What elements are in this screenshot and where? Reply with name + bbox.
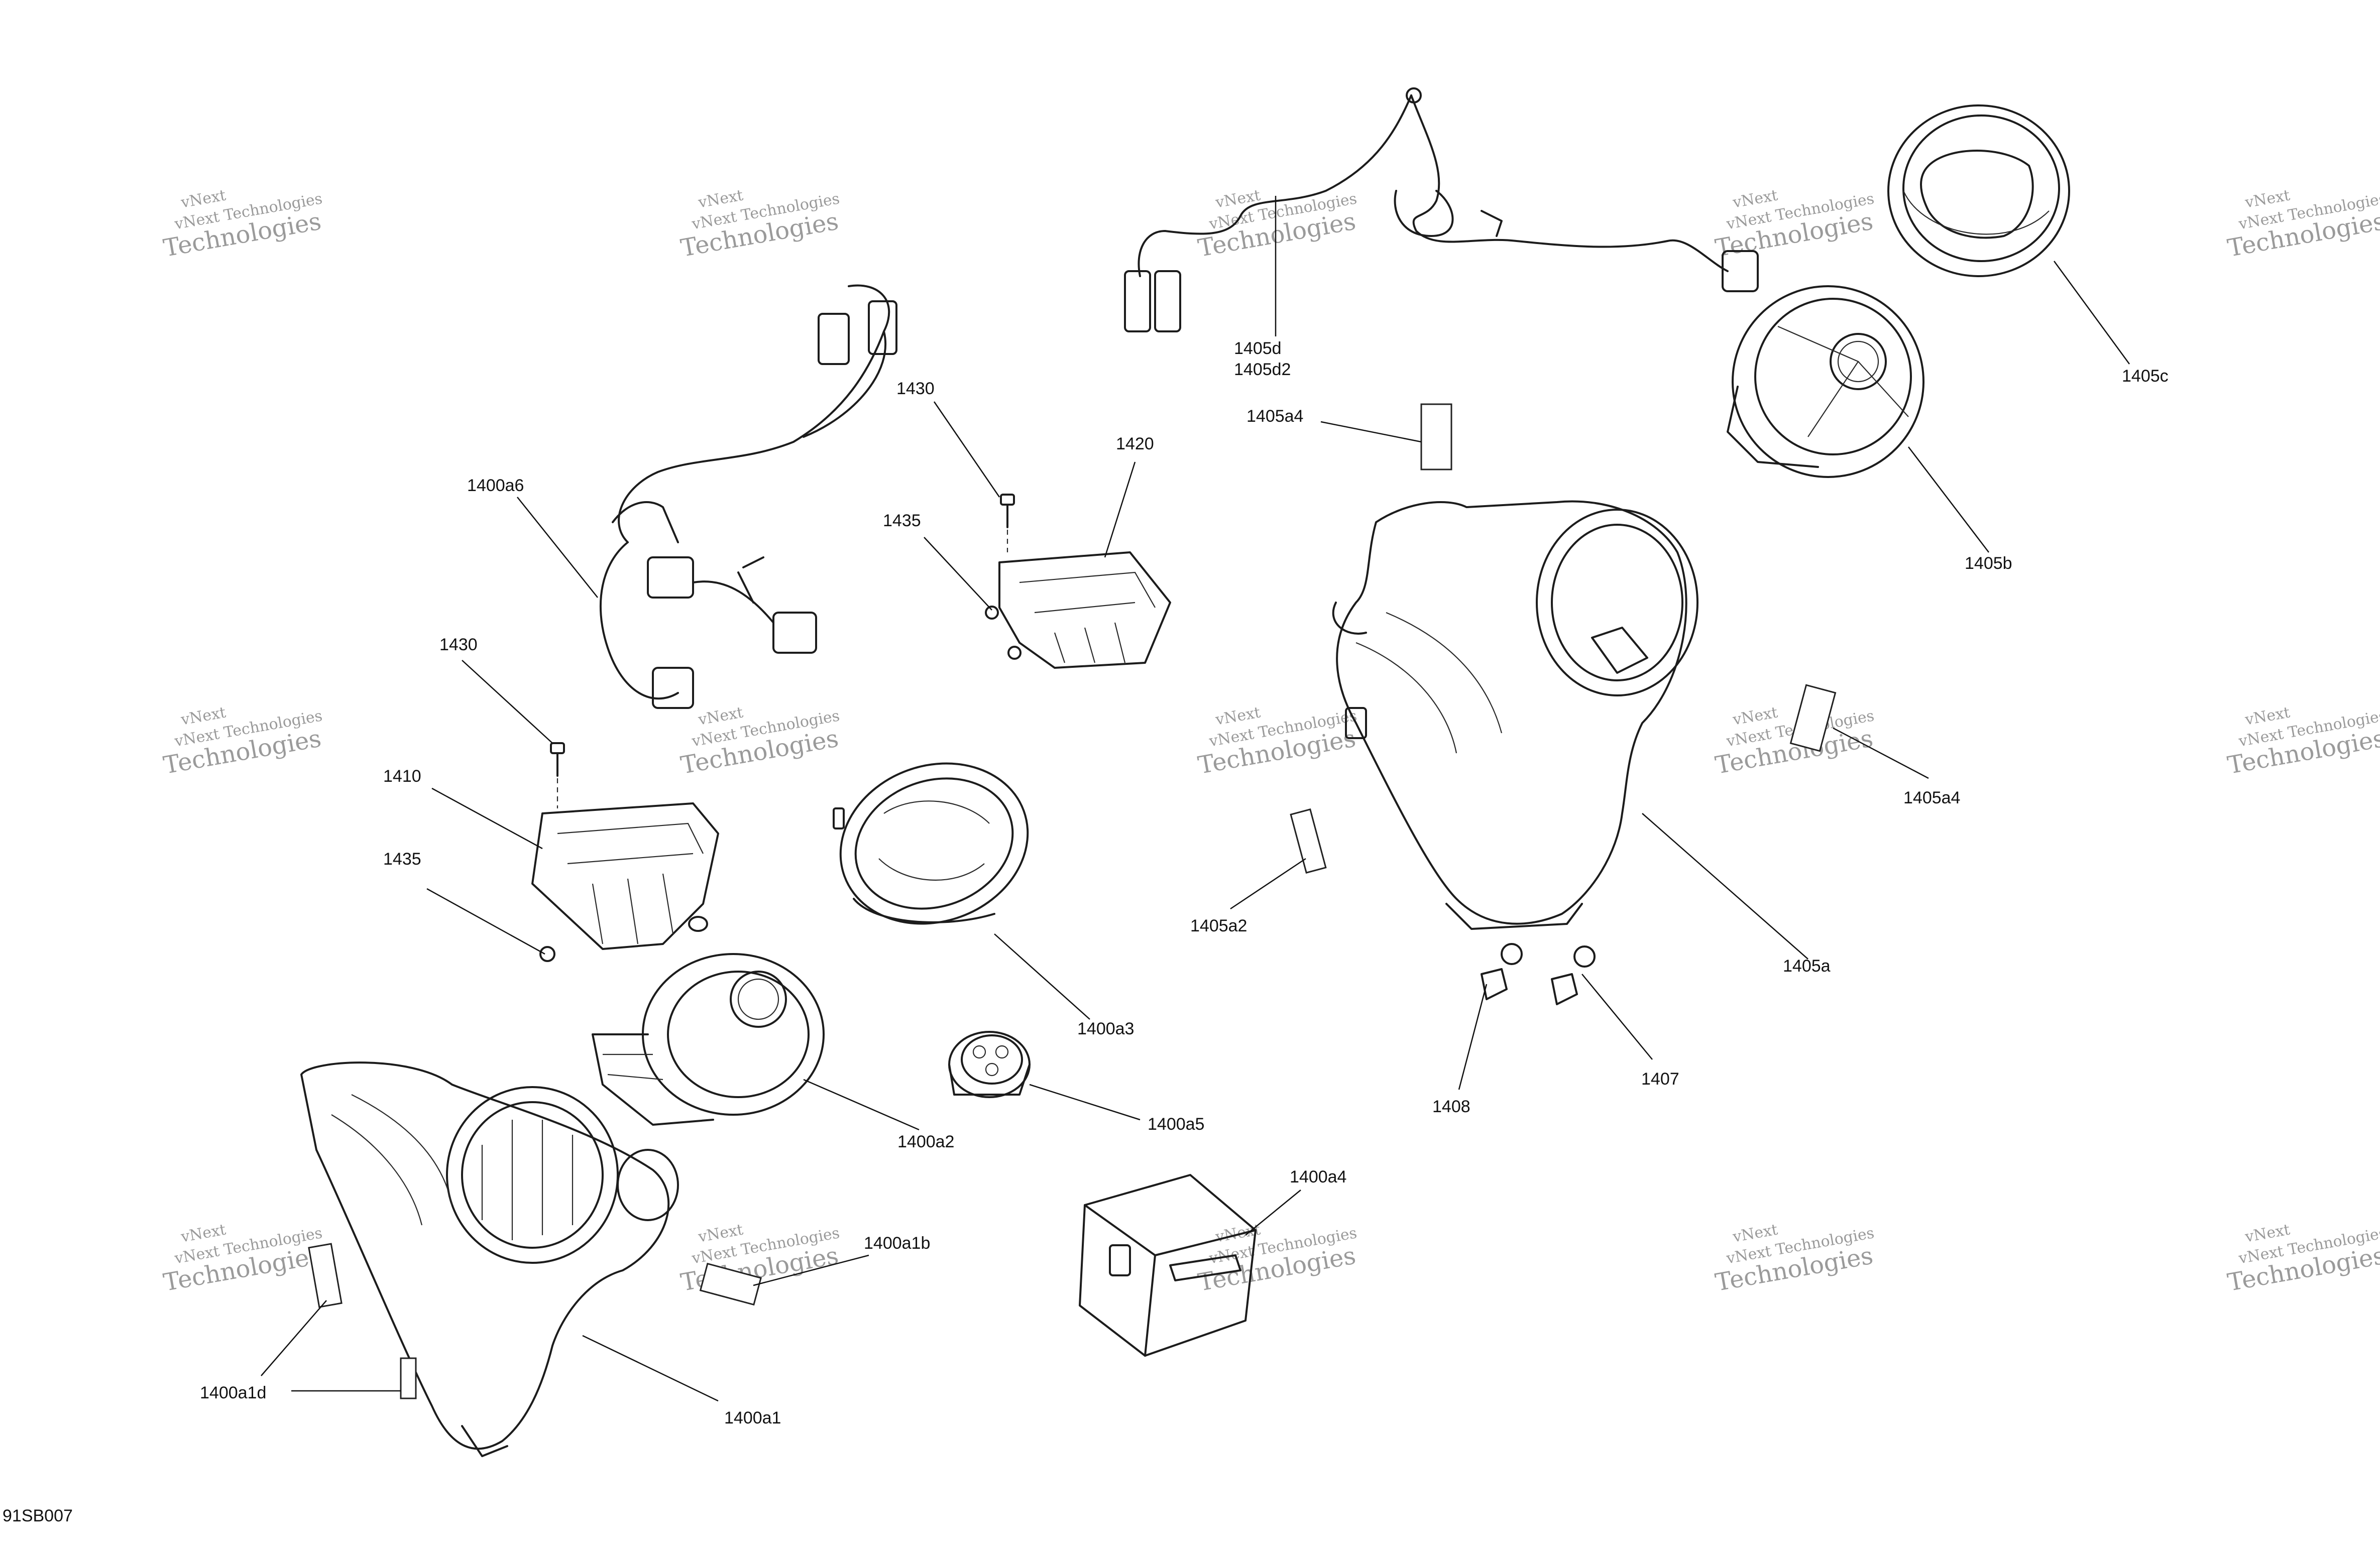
part-label-sticker-1400a1d-top [308,1243,343,1308]
watermark: vNext vNext Technologies Technologies [1196,1221,1358,1296]
callout-1400a2: 1400a2 [897,1132,954,1151]
part-speaker-1405b [1727,285,1924,478]
watermark: vNext vNext Technologies Technologies [2225,703,2380,779]
leader-1405b [1908,446,1989,553]
part-label-sticker-1405a2 [1290,808,1327,874]
callout-1400a1d: 1400a1d [200,1383,266,1402]
watermark: vNext vNext Technologies Technologies [2225,1221,2380,1296]
leader-1420 [1104,461,1136,558]
leader-1435-left [426,888,545,955]
watermark: vNext vNext Technologies Technologies [678,703,841,779]
part-label-sticker-1400a1b [699,1262,762,1306]
leader-1405a4-right [1833,727,1929,779]
part-speaker-ring-1405c [1887,104,2070,277]
part-wiring-harness-left [599,284,897,709]
leader-1405c [2053,261,2130,365]
callout-1405a4-right: 1405a4 [1903,788,1960,807]
leader-1410 [431,787,543,850]
watermark: vNext vNext Technologies Technologies [1196,703,1358,779]
part-fastener-1408 [1481,943,1523,1000]
part-bracket-1410 [531,802,719,962]
watermark: vNext vNext Technologies Technologies [2225,186,2380,262]
callout-1407: 1407 [1641,1070,1679,1089]
leader-1400a5 [1029,1084,1141,1121]
callout-1400a1: 1400a1 [724,1408,781,1428]
callout-1405c: 1405c [2122,367,2169,386]
callout-1405d2: 1405d2 [1234,360,1291,379]
leader-1400a3 [994,933,1090,1020]
callout-1405d: 1405d [1234,339,1282,358]
callout-1400a6: 1400a6 [467,476,524,495]
part-label-sticker-1400a1d-bottom [400,1357,417,1399]
leader-1408 [1458,984,1488,1090]
watermark: vNext vNext Technologies Technologies [161,186,323,262]
leader-1400a1b [753,1254,869,1286]
callout-1405a2: 1405a2 [1190,916,1247,935]
part-housing-1405a [1332,500,1698,930]
leader-1405a4-top [1320,421,1422,443]
watermark: vNext vNext Technologies Technologies [678,186,841,262]
leader-1400a6 [517,497,598,598]
part-motor-1400a5 [948,1031,1031,1098]
callout-1408: 1408 [1432,1097,1470,1116]
leader-1400a1d-top [261,1300,327,1376]
leader-1400a4 [1245,1190,1301,1236]
leader-1407 [1581,974,1653,1060]
callout-1400a3: 1400a3 [1077,1019,1134,1038]
part-screw-1430-left [550,742,565,808]
watermark: vNext vNext Technologies Technologies [1713,186,1875,262]
leader-1405a [1642,813,1808,960]
watermark: vNext vNext Technologies Technologies [161,1221,323,1296]
callout-1410: 1410 [383,767,421,786]
diagram-code: 91SB007 [3,1506,73,1525]
leader-1400a1 [582,1335,719,1402]
leader-1435-top [924,537,992,611]
leader-1430-left [462,660,553,744]
watermark: vNext vNext Technologies Technologies [161,703,323,779]
part-label-sticker-1405a4-right [1789,684,1837,752]
callout-1405a: 1405a [1783,957,1831,976]
callout-1400a4: 1400a4 [1290,1167,1346,1186]
callout-1435-left: 1435 [383,850,421,869]
part-wiring-harness-right [1124,87,1759,332]
leader-lines [261,196,2130,1402]
part-screw-1430-top [1000,494,1015,552]
part-module-box-1400a4 [1079,1174,1257,1357]
callout-labels: 1400a6 1430 1430 1435 1435 1420 1410 140… [200,339,2169,1428]
callout-1430-left: 1430 [439,635,478,654]
watermark: vNext vNext Technologies Technologies [1713,1221,1875,1296]
callout-1405b: 1405b [1965,554,2012,573]
leader-1405a2 [1230,858,1306,910]
callout-1400a5: 1400a5 [1148,1115,1204,1134]
callout-1420: 1420 [1116,434,1154,453]
leader-1400a2 [803,1079,920,1131]
callout-1400a1b: 1400a1b [864,1234,930,1253]
part-bracket-1420 [985,551,1171,669]
callout-1435-top: 1435 [883,511,921,530]
part-housing-1400a1 [300,1061,679,1457]
part-speaker-1400a2 [592,916,825,1126]
part-label-sticker-1405a4-top [1420,403,1452,470]
part-fastener-1407 [1551,945,1596,1005]
callout-1405a4-top: 1405a4 [1246,407,1303,426]
callout-1430-top: 1430 [896,379,935,398]
part-speaker-ring-1400a3 [833,762,1029,925]
leader-1430-top [933,401,1000,498]
